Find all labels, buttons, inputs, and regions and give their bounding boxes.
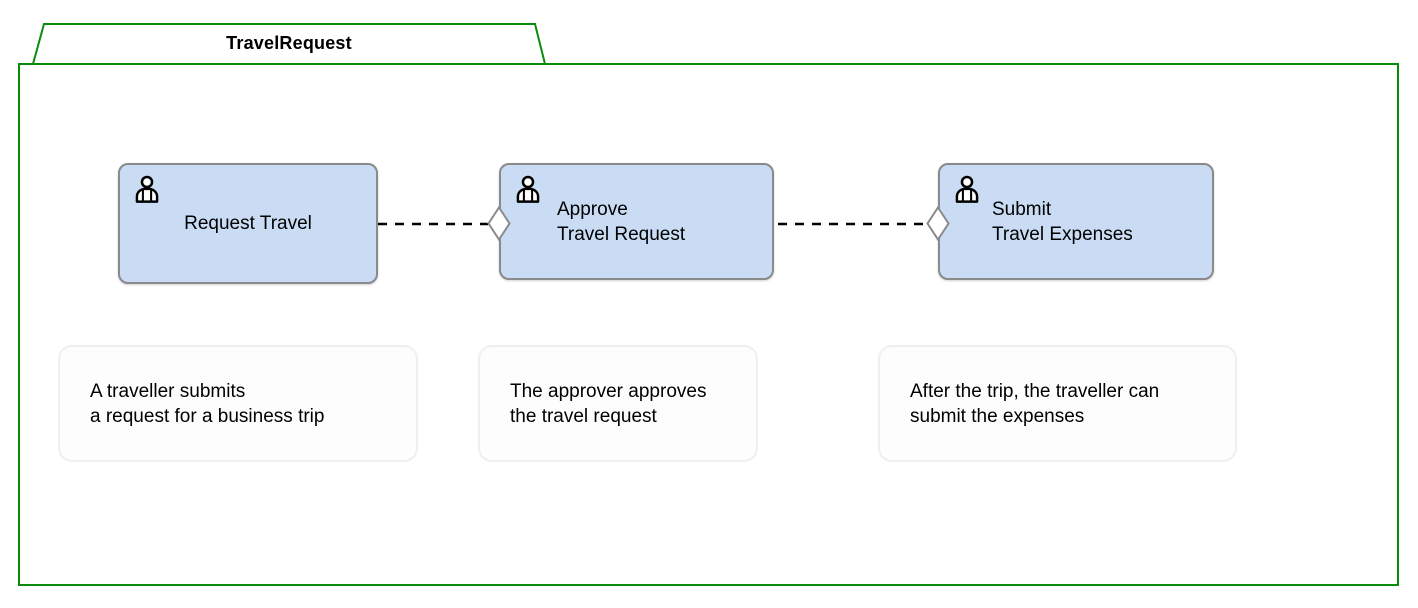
entry-criterion-diamond [926, 206, 950, 241]
case-name-label: TravelRequest [226, 32, 352, 53]
entry-criterion-diamond [487, 206, 511, 241]
note-text: After the trip, the traveller can submit… [910, 380, 1160, 427]
case-tab-shape [32, 23, 546, 65]
note-submit-travel-expenses: After the trip, the traveller can submit… [878, 345, 1237, 462]
note-approve-travel-request: The approver approves the travel request [478, 345, 758, 462]
user-icon [135, 175, 159, 203]
note-request-travel: A traveller submits a request for a busi… [58, 345, 418, 462]
task-label: Request Travel [184, 213, 312, 234]
note-text: A traveller submits a request for a busi… [90, 380, 325, 427]
task-label: Submit Travel Expenses [992, 198, 1133, 245]
task-label: Approve Travel Request [557, 198, 686, 245]
user-icon [516, 175, 540, 203]
task-approve-travel-request: Approve Travel Request [499, 163, 774, 280]
task-submit-travel-expenses: Submit Travel Expenses [938, 163, 1214, 280]
dashed-connector-1 [378, 222, 488, 226]
user-icon [955, 175, 979, 203]
note-text: The approver approves the travel request [510, 380, 707, 427]
task-request-travel: Request Travel [118, 163, 378, 284]
dashed-connector-2 [778, 222, 927, 226]
case-plan-model-body [18, 63, 1399, 586]
